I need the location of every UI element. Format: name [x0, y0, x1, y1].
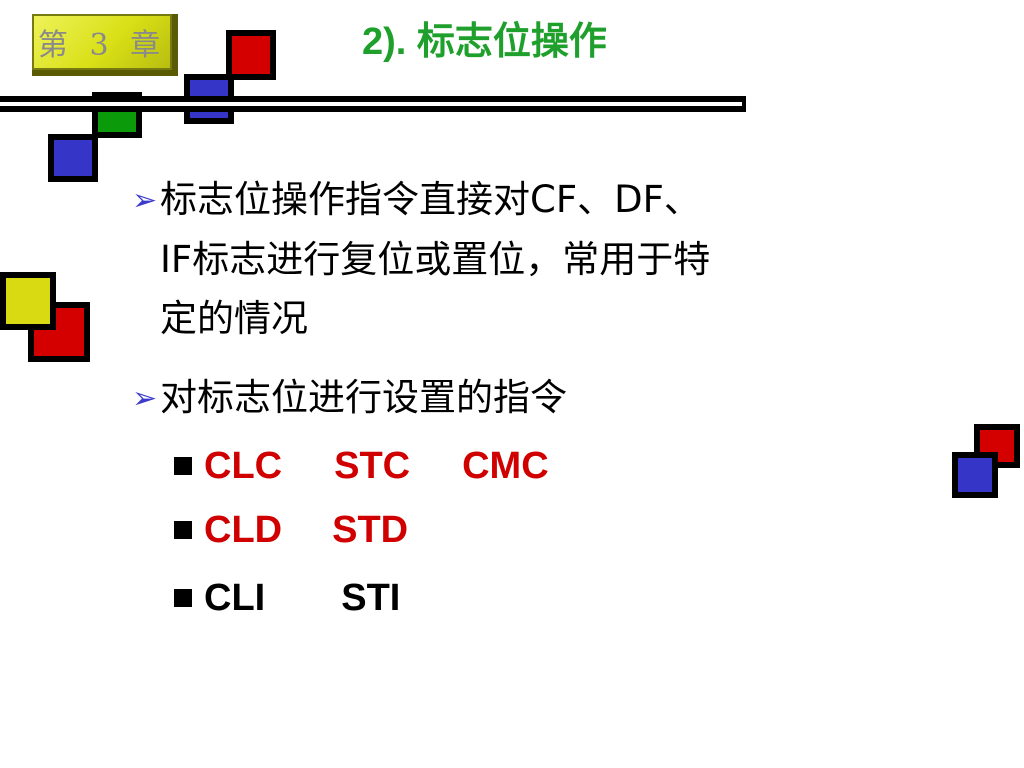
arrow-bullet-icon: ➢ [132, 183, 158, 218]
instruction-row-2: CLD STD [174, 506, 408, 554]
bullet-2: ➢对标志位进行设置的指令 [132, 368, 952, 428]
header-rule [0, 96, 746, 112]
arrow-bullet-icon: ➢ [132, 381, 158, 416]
bullet-1-line-1: 标志位操作指令直接对CF、DF、 [160, 178, 701, 221]
instr-sti: STI [341, 577, 401, 619]
deco-square-blue-right [952, 452, 998, 498]
instr-cmc: CMC [462, 445, 549, 487]
deco-square-red-top [226, 30, 276, 80]
chapter-badge: 第 3 章 [32, 14, 178, 76]
slide-title: 2). 标志位操作 [362, 21, 607, 63]
instr-cld: CLD [204, 509, 283, 551]
bullet-2-text: 对标志位进行设置的指令 [160, 376, 567, 419]
instruction-row-3: CLI STI [174, 574, 400, 622]
deco-square-yellow-left [0, 272, 56, 330]
instr-stc: STC [334, 445, 411, 487]
chapter-label: 第 3 章 [32, 14, 172, 70]
bullet-1-line-3: 定的情况 [160, 297, 308, 340]
instr-std: STD [332, 509, 409, 551]
square-bullet-icon [174, 589, 192, 607]
bullet-1-line-2: IF标志进行复位或置位，常用于特 [160, 238, 711, 281]
square-bullet-icon [174, 521, 192, 539]
instruction-row-1: CLC STC CMC [174, 442, 549, 490]
instr-cli: CLI [204, 577, 266, 619]
instr-clc: CLC [204, 445, 283, 487]
deco-square-blue-left [48, 134, 98, 182]
bullet-1: ➢标志位操作指令直接对CF、DF、 IF标志进行复位或置位，常用于特 定的情况 [132, 170, 952, 348]
square-bullet-icon [174, 457, 192, 475]
